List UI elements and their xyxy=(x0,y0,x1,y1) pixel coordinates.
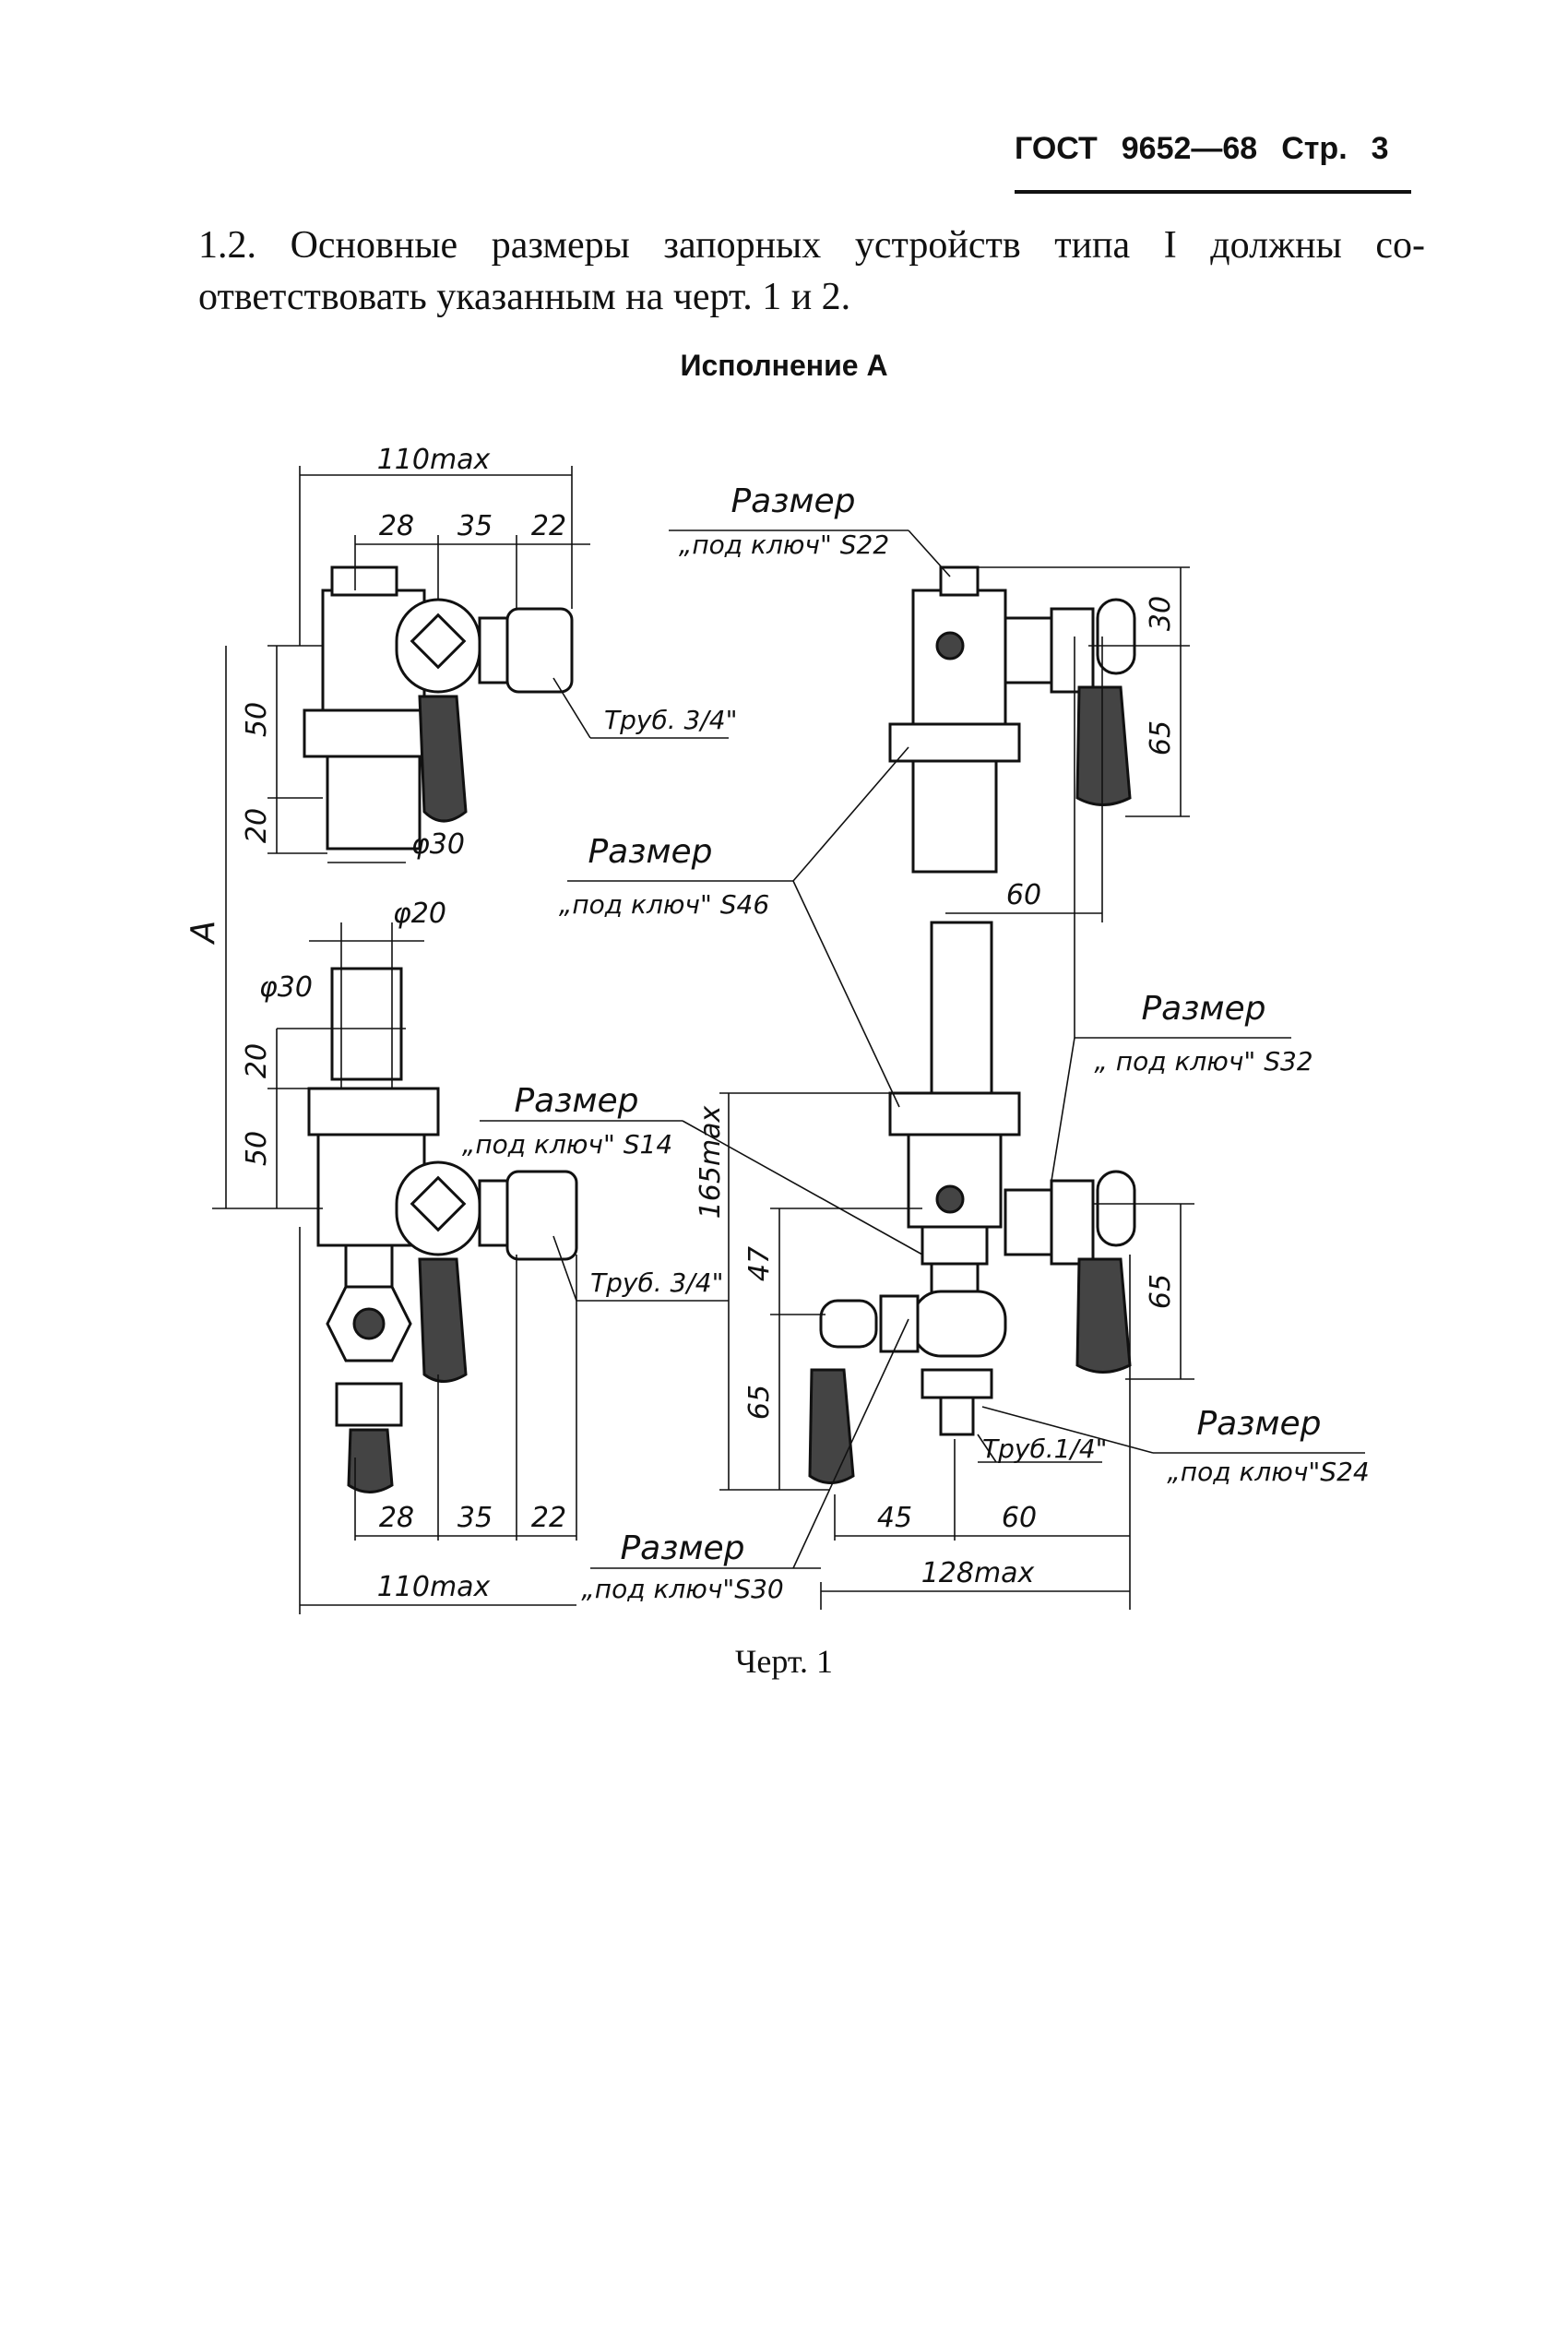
dim-right-bottom-h1: 47 xyxy=(743,1246,776,1281)
label-s24-b: „под ключ"S24 xyxy=(1167,1457,1369,1487)
label-s32-b: „ под ключ" S32 xyxy=(1094,1046,1313,1077)
dim-left-top-h-stem: 20 xyxy=(241,808,273,843)
dimension-labels: 110max 28 35 22 50 20 φ30 Труб. 3/4" А φ… xyxy=(184,444,1370,1604)
dim-right-bottom-h2: 65 xyxy=(743,1385,776,1420)
standard-number: 9652—68 xyxy=(1121,131,1258,166)
dim-dia-20: φ20 xyxy=(393,898,446,930)
page-header: ГОСТ 9652—68 Стр. 3 xyxy=(1015,131,1411,194)
right-top-valve xyxy=(888,565,1136,1095)
left-top-valve xyxy=(303,565,574,851)
dim-right-top-h1: 30 xyxy=(1145,596,1177,631)
dim-left-top-h-upper: 50 xyxy=(241,702,273,737)
paragraph-line-1: 1.2. Основные размеры запорных устройств… xyxy=(198,224,1425,267)
dim-right-bottom-h3: 65 xyxy=(1145,1274,1177,1309)
dim-left-mid-h-stem: 20 xyxy=(241,1043,273,1078)
label-s22-a: Размер xyxy=(731,482,855,520)
clause-paragraph: 1.2. Основные размеры запорных устройств… xyxy=(198,220,1425,323)
label-pipe-quarter: Труб.1/4" xyxy=(982,1434,1108,1464)
label-s30-a: Размер xyxy=(620,1529,744,1567)
figure-caption: Черт. 1 xyxy=(735,1643,833,1680)
label-s24-a: Размер xyxy=(1196,1405,1321,1443)
dim-left-bottom-w1: 28 xyxy=(379,1502,414,1534)
dim-left-bottom-w2: 35 xyxy=(457,1502,493,1534)
standard-label: ГОСТ xyxy=(1015,131,1098,166)
dim-left-top-dia: φ30 xyxy=(411,828,465,861)
page-label: Стр. xyxy=(1281,131,1348,166)
dim-left-top-w1: 28 xyxy=(379,510,414,542)
dim-dia-30: φ30 xyxy=(259,971,313,1004)
dim-right-bottom-total-w: 128max xyxy=(921,1557,1035,1589)
dim-left-bottom-w3: 22 xyxy=(531,1502,566,1534)
dim-right-bottom-w1: 45 xyxy=(877,1502,912,1534)
paragraph-line-2: ответствовать указанным на черт. 1 и 2. xyxy=(198,276,851,318)
dim-left-mid-h-lower: 50 xyxy=(241,1131,273,1166)
label-s14-a: Размер xyxy=(514,1082,638,1120)
label-s46-a: Размер xyxy=(588,833,712,871)
label-s22-b: „под ключ" S22 xyxy=(679,529,889,560)
dimension-lines xyxy=(212,466,1365,1614)
dim-left-top-w2: 35 xyxy=(457,510,493,542)
dim-left-top-total: 110max xyxy=(377,444,491,476)
dim-right-top-h2: 65 xyxy=(1145,720,1177,756)
dim-overall-a: А xyxy=(184,921,222,946)
label-s14-b: „под ключ" S14 xyxy=(462,1129,672,1160)
dim-right-bottom-w2: 60 xyxy=(1002,1502,1037,1534)
label-s30-b: „под ключ"S30 xyxy=(581,1574,783,1604)
label-pipe-top: Труб. 3/4" xyxy=(604,705,737,735)
dim-right-bottom-total: 165max xyxy=(695,1105,727,1219)
label-s32-a: Размер xyxy=(1141,990,1265,1028)
label-s46-b: „под ключ" S46 xyxy=(559,889,769,920)
label-pipe-bottom: Труб. 3/4" xyxy=(590,1267,723,1298)
dim-left-top-w3: 22 xyxy=(531,510,566,542)
dim-right-top-dist: 60 xyxy=(1006,879,1041,911)
right-bottom-valve xyxy=(808,1091,1136,1484)
page-number: 3 xyxy=(1371,131,1389,166)
left-bottom-valve xyxy=(307,967,578,1493)
dim-left-bottom-total: 110max xyxy=(377,1571,491,1603)
variant-title: Исполнение А xyxy=(680,349,888,382)
